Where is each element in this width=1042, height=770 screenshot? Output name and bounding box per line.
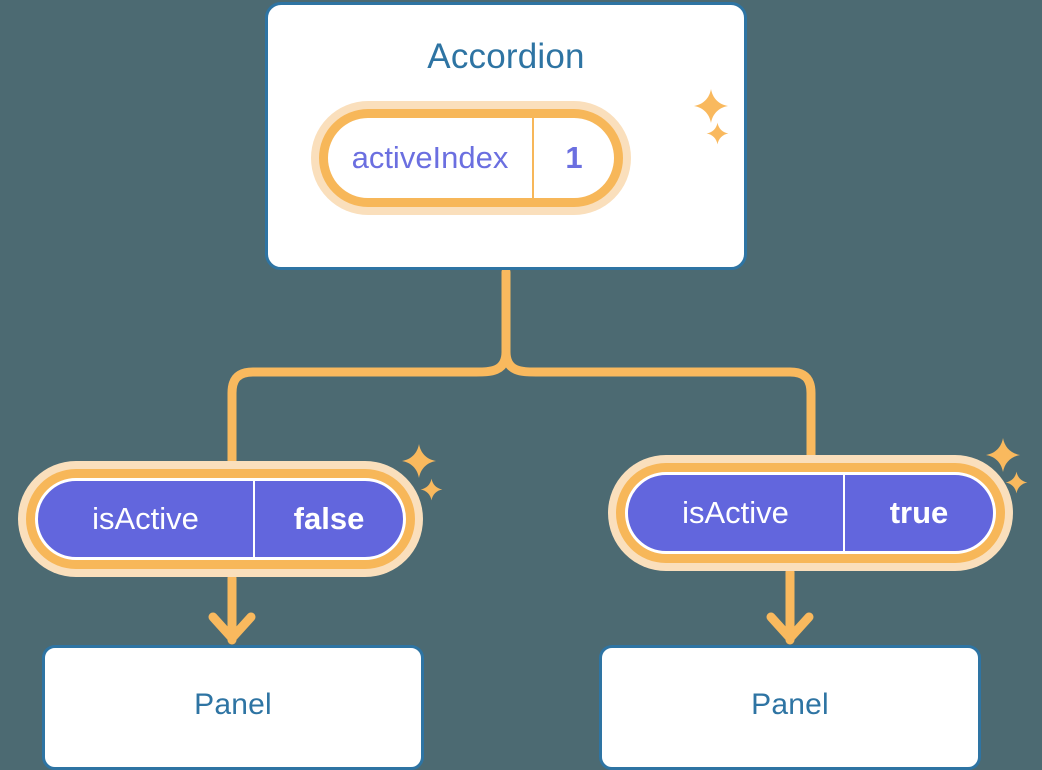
sparkle-four-point-small-icon [706,122,729,145]
prop-badge-value-left: false [253,481,403,557]
prop-badge-key-left: isActive [92,501,199,536]
arrow-down-icon-left [208,612,256,643]
connector-split-left [227,347,511,473]
arrow-down-icon-right [766,612,814,643]
panel-card-title-left: Panel [194,688,272,721]
prop-badge-value-right: true [843,475,993,551]
sparkle-four-point-icon [985,437,1021,473]
connector-split-right [501,347,816,467]
state-badge-active-index[interactable]: activeIndex 1 [328,118,614,198]
prop-badge-is-active-right[interactable]: isActive true [625,472,996,554]
state-badge-key: activeIndex [351,140,509,175]
sparkle-four-point-small-icon [1005,471,1028,494]
prop-badge-key-right: isActive [682,495,789,530]
state-badge-value: 1 [532,118,614,198]
panel-component-card-right[interactable]: Panel [599,645,981,770]
sparkle-four-point-icon [693,88,729,124]
panel-card-title-right: Panel [751,688,829,721]
sparkle-four-point-icon [401,443,437,479]
panel-component-card-left[interactable]: Panel [42,645,424,770]
sparkle-four-point-small-icon [420,478,443,501]
prop-badge-is-active-left[interactable]: isActive false [35,478,406,560]
accordion-card-title: Accordion [427,37,585,76]
